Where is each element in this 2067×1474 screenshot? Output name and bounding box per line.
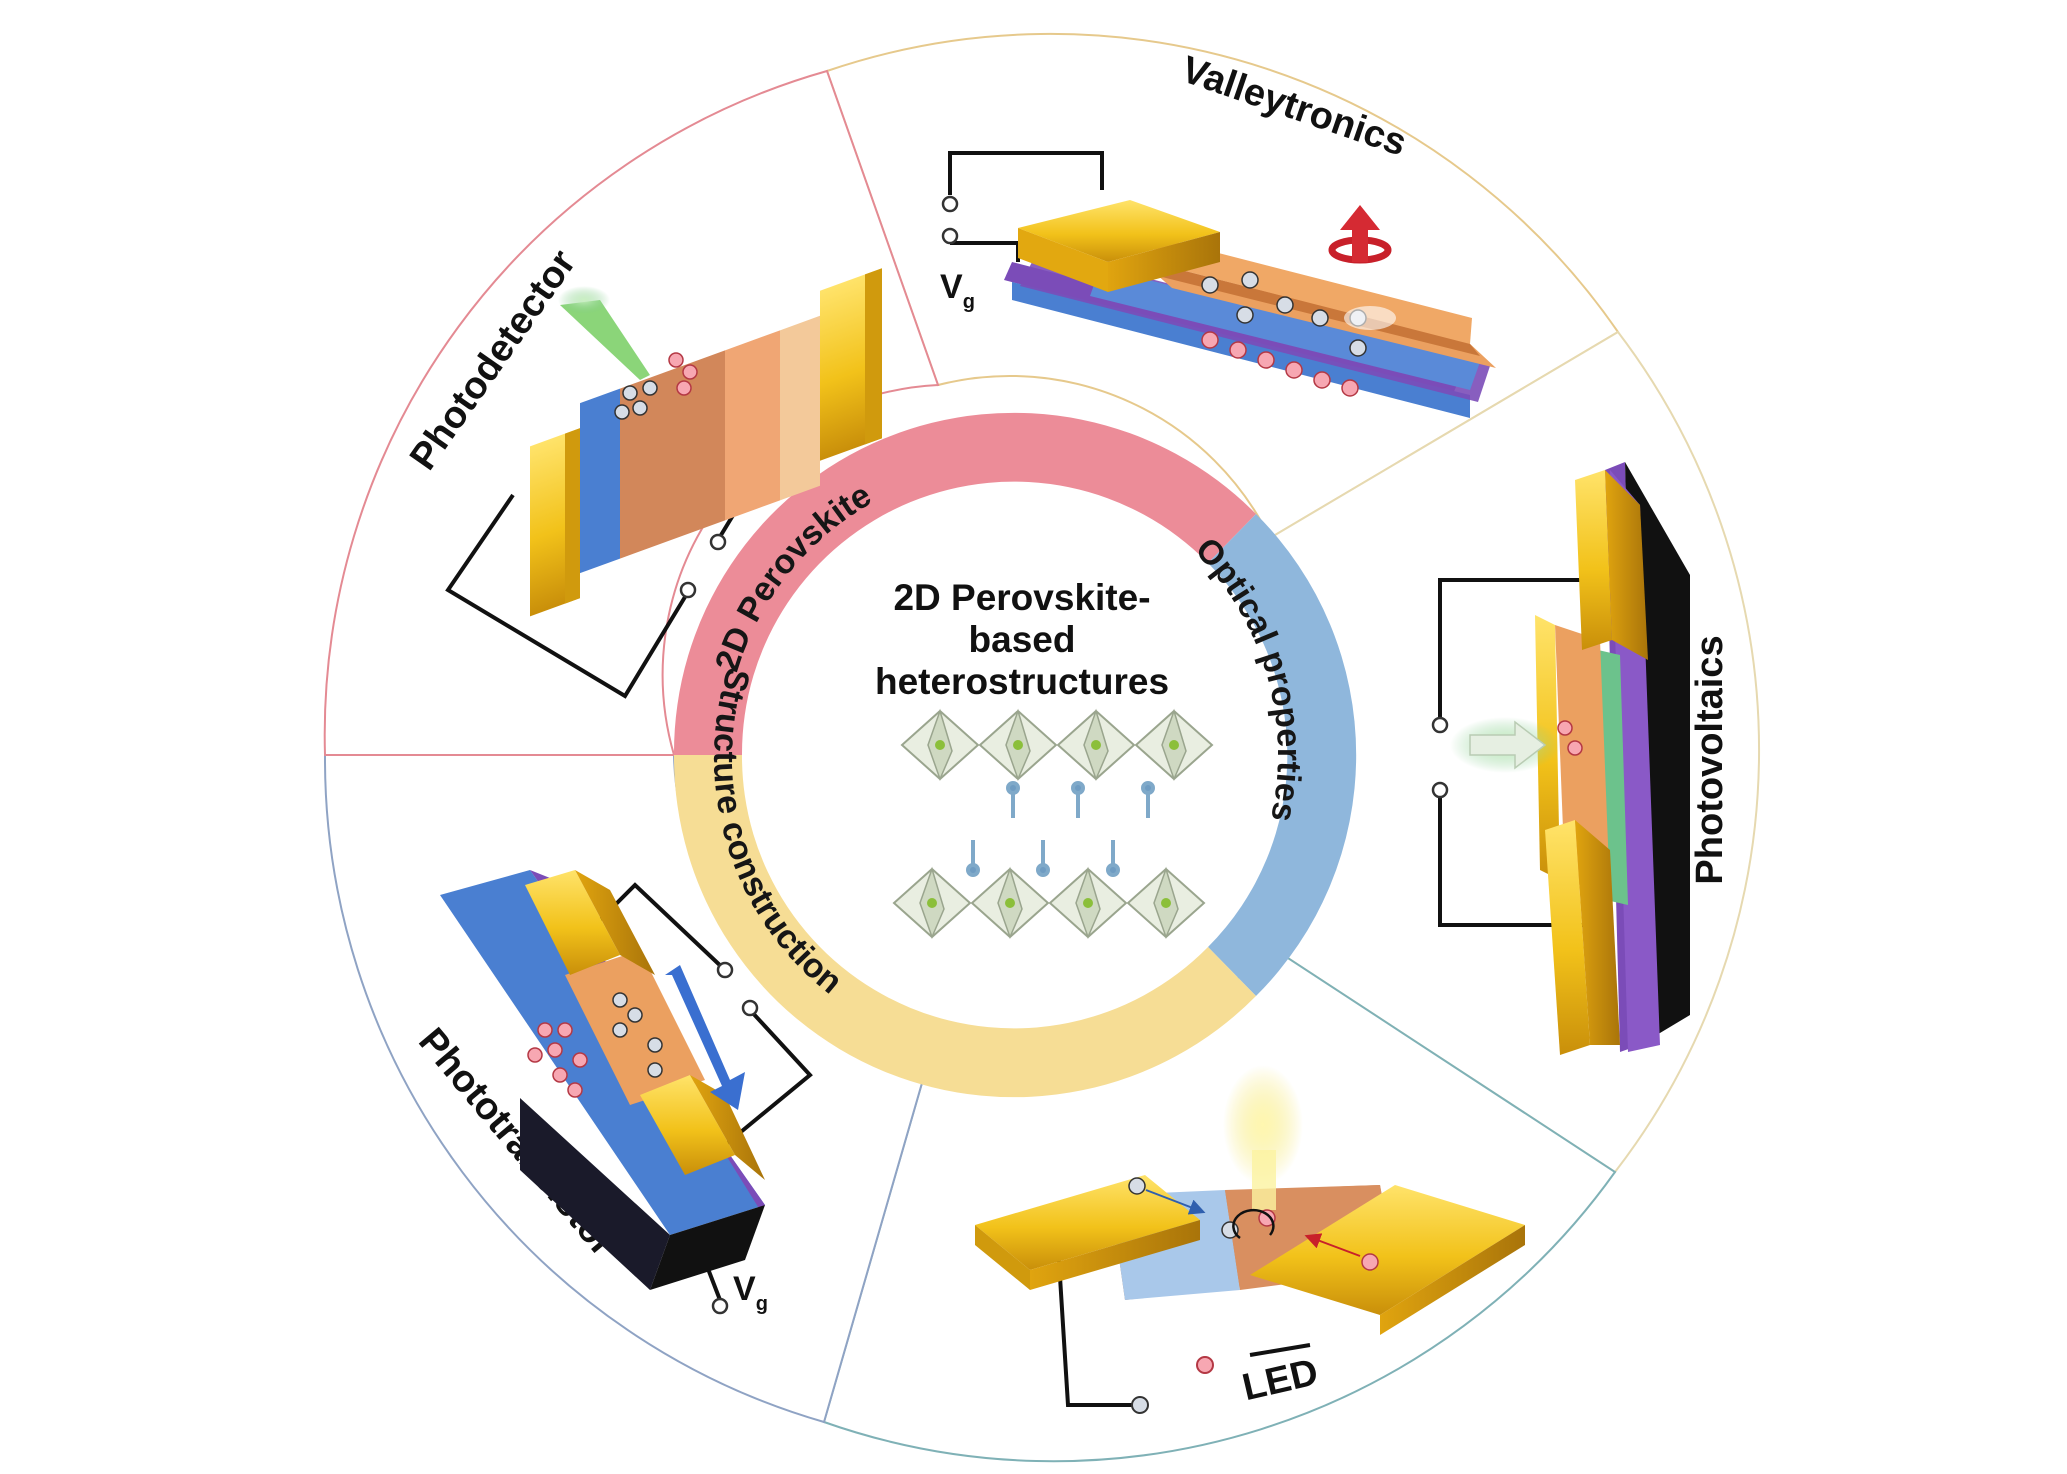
octahedron xyxy=(978,708,1058,782)
center-title-line-3: heterostructures xyxy=(875,661,1169,702)
octahedron xyxy=(1126,866,1206,940)
led-device xyxy=(975,1065,1525,1414)
inner-segment-2d-perovskite xyxy=(673,412,1256,755)
octahedron xyxy=(1048,866,1128,940)
organic-spacer-molecules xyxy=(966,781,1155,877)
perovskite-octahedra-illustration xyxy=(892,708,1214,940)
terminal xyxy=(941,195,959,213)
terminal xyxy=(679,581,697,599)
terminal xyxy=(741,999,759,1017)
octahedron xyxy=(892,866,972,940)
negative-terminal xyxy=(1131,1396,1149,1414)
valleytronics-device: Vg xyxy=(940,151,1496,418)
valley-rotation-arrow xyxy=(1328,205,1392,264)
center-title-line-2: based xyxy=(969,619,1076,660)
terminal xyxy=(711,1297,729,1315)
terminal xyxy=(709,533,727,551)
octahedron xyxy=(900,708,980,782)
terminal xyxy=(716,961,734,979)
center-title-line-1: 2D Perovskite- xyxy=(893,577,1150,618)
octahedron xyxy=(970,866,1050,940)
octahedra-row-top xyxy=(900,708,1214,782)
octahedra-row-bottom xyxy=(892,866,1206,940)
terminal xyxy=(941,227,959,245)
octahedron xyxy=(1134,708,1214,782)
gate-voltage-label: Vg xyxy=(940,268,975,313)
holes xyxy=(1201,331,1359,397)
terminal xyxy=(1431,781,1449,799)
positive-terminal xyxy=(1196,1356,1214,1374)
terminal xyxy=(1431,716,1449,734)
sector-label-photovoltaics: Photovoltaics xyxy=(1689,635,1731,884)
gate-voltage-label: Vg xyxy=(733,1270,768,1315)
octahedron xyxy=(1056,708,1136,782)
photovoltaics-device xyxy=(1431,462,1690,1055)
phototransistor-device: Vg xyxy=(440,870,813,1315)
inner-segment-structure-construction xyxy=(673,755,1256,1098)
photodetector-device xyxy=(445,268,882,699)
inner-segment-optical-properties xyxy=(1208,514,1357,996)
